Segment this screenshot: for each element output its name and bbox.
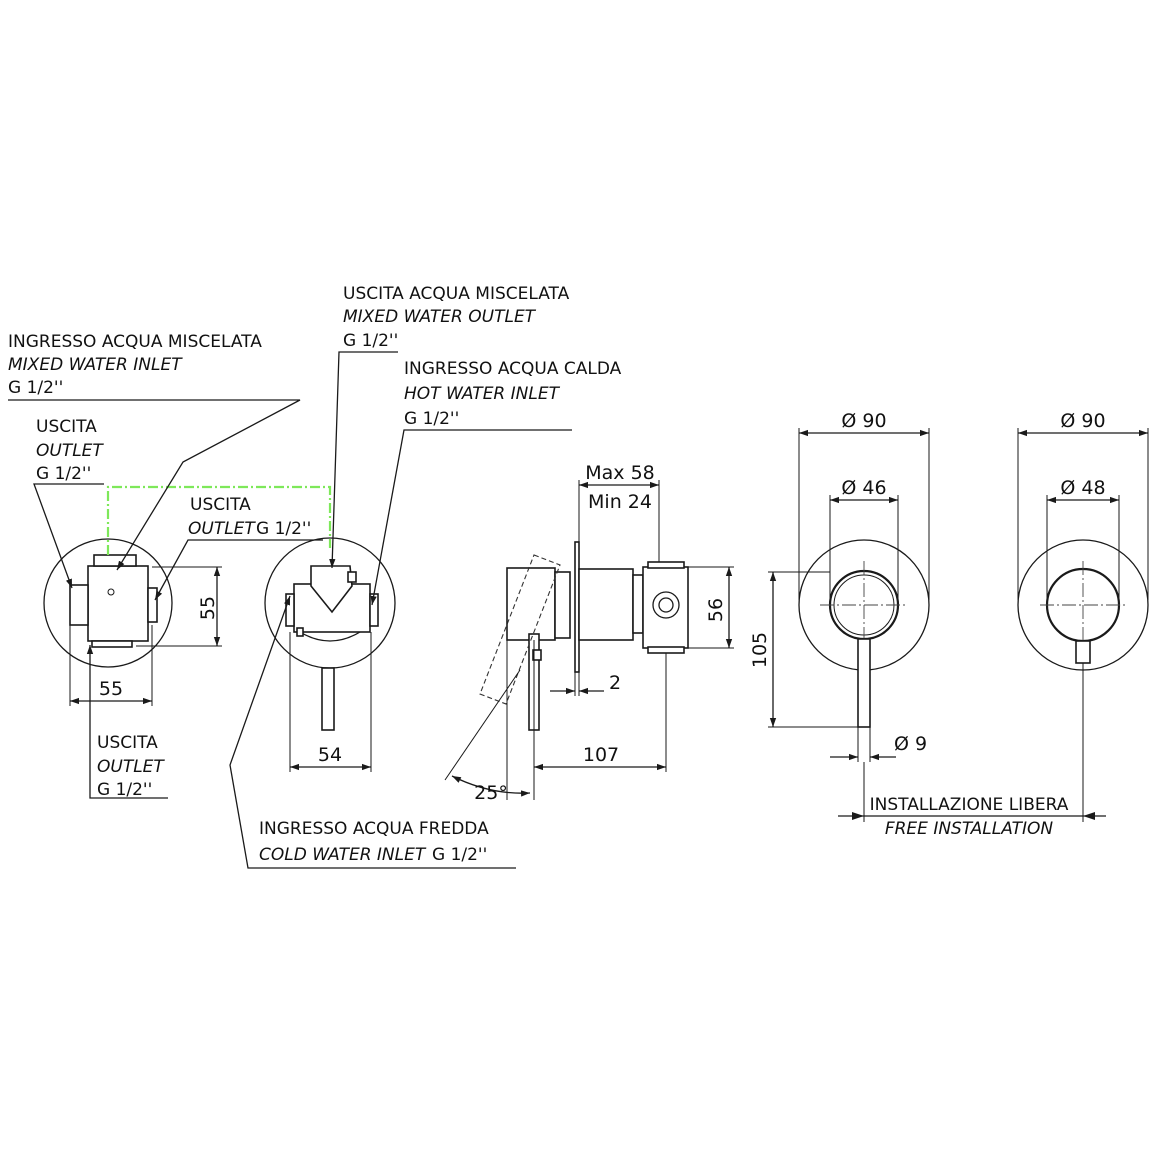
port-right — [147, 587, 158, 623]
cold-inlet-it: INGRESSO ACQUA FREDDA — [259, 819, 489, 839]
dim-dia-48: Ø 48 — [1060, 477, 1105, 499]
hot-inlet-thread: G 1/2'' — [404, 409, 459, 429]
mixed-outlet-thread: G 1/2'' — [343, 331, 398, 351]
outlet-left-thread: G 1/2'' — [36, 464, 91, 484]
cold-inlet-en: COLD WATER INLET — [259, 845, 427, 865]
free-install-it: INSTALLAZIONE LIBERA — [870, 795, 1069, 815]
dim-2: 2 — [609, 672, 621, 694]
piping-connection — [106, 485, 332, 555]
port-bottom — [91, 640, 133, 648]
mixed-outlet-en: MIXED WATER OUTLET — [343, 307, 537, 327]
valve-body-left — [87, 565, 149, 642]
free-installation-dimension: INSTALLAZIONE LIBERA FREE INSTALLATION — [838, 663, 1106, 839]
lever-stem — [321, 667, 335, 731]
view-side-section: 25° Max 58 Min 24 56 2 107 — [444, 462, 734, 804]
view-front-flange-a: Ø 90 Ø 46 105 Ø 9 — [749, 410, 930, 762]
cold-inlet-thread: G 1/2'' — [432, 845, 487, 865]
label-outlet-bottom: USCITA OUTLET G 1/2'' — [86, 645, 168, 800]
dim-54: 54 — [318, 744, 342, 766]
port-top — [93, 554, 137, 567]
mixed-inlet-it: INGRESSO ACQUA MISCELATA — [8, 332, 262, 352]
handle-cap — [506, 567, 556, 641]
body-sleeve — [578, 568, 634, 641]
outlet-bottom-en: OUTLET — [97, 757, 165, 777]
valve-block — [642, 566, 689, 649]
outlet-bottom-thread: G 1/2'' — [97, 780, 152, 800]
outlet-mid-it: USCITA — [190, 495, 251, 515]
label-mixed-outlet: USCITA ACQUA MISCELATA MIXED WATER OUTLE… — [329, 284, 570, 569]
dim-dia-46: Ø 46 — [841, 477, 886, 499]
lever-front — [857, 638, 871, 728]
outlet-mid-en: OUTLET — [188, 519, 256, 539]
mixed-inlet-en: MIXED WATER INLET — [8, 355, 183, 375]
dim-angle-25: 25° — [474, 782, 508, 804]
dim-105: 105 — [749, 632, 771, 668]
lever-rotated-25deg — [479, 554, 561, 705]
free-install-en: FREE INSTALLATION — [885, 819, 1054, 839]
port-left — [69, 584, 89, 626]
hot-inlet-it: INGRESSO ACQUA CALDA — [404, 359, 622, 379]
flange-circle-left — [43, 538, 173, 668]
dim-dia-90-a: Ø 90 — [841, 410, 886, 432]
label-cold-inlet: INGRESSO ACQUA FREDDA COLD WATER INLET G… — [229, 595, 516, 869]
dim-dia-90-b: Ø 90 — [1060, 410, 1105, 432]
outlet-left-en: OUTLET — [36, 441, 104, 461]
label-outlet-left: USCITA OUTLET G 1/2'' — [33, 417, 104, 589]
label-outlet-mid: USCITA OUTLET G 1/2'' — [154, 495, 323, 601]
outlet-left-it: USCITA — [36, 417, 97, 437]
view-front-flange-b: Ø 90 Ø 48 — [1017, 410, 1149, 671]
label-mixed-inlet: INGRESSO ACQUA MISCELATA MIXED WATER INL… — [8, 332, 301, 571]
cartridge — [310, 565, 353, 614]
mixed-outlet-it: USCITA ACQUA MISCELATA — [343, 284, 570, 304]
view-front-valve: 54 — [264, 537, 396, 772]
dim-min-24: Min 24 — [588, 491, 652, 513]
outlet-bottom-it: USCITA — [97, 733, 158, 753]
label-hot-inlet: INGRESSO ACQUA CALDA HOT WATER INLET G 1… — [370, 359, 622, 606]
dim-dia-9: Ø 9 — [894, 733, 927, 755]
outlet-mid-thread: G 1/2'' — [256, 519, 311, 539]
screw-hole — [107, 588, 115, 596]
dim-56: 56 — [705, 598, 727, 622]
dim-55-horizontal: 55 — [99, 678, 123, 700]
hot-inlet-en: HOT WATER INLET — [404, 384, 561, 404]
mixed-inlet-thread: G 1/2'' — [8, 378, 63, 398]
dim-107: 107 — [583, 744, 619, 766]
dim-max-58: Max 58 — [585, 462, 655, 484]
dim-55-vertical: 55 — [197, 596, 219, 620]
